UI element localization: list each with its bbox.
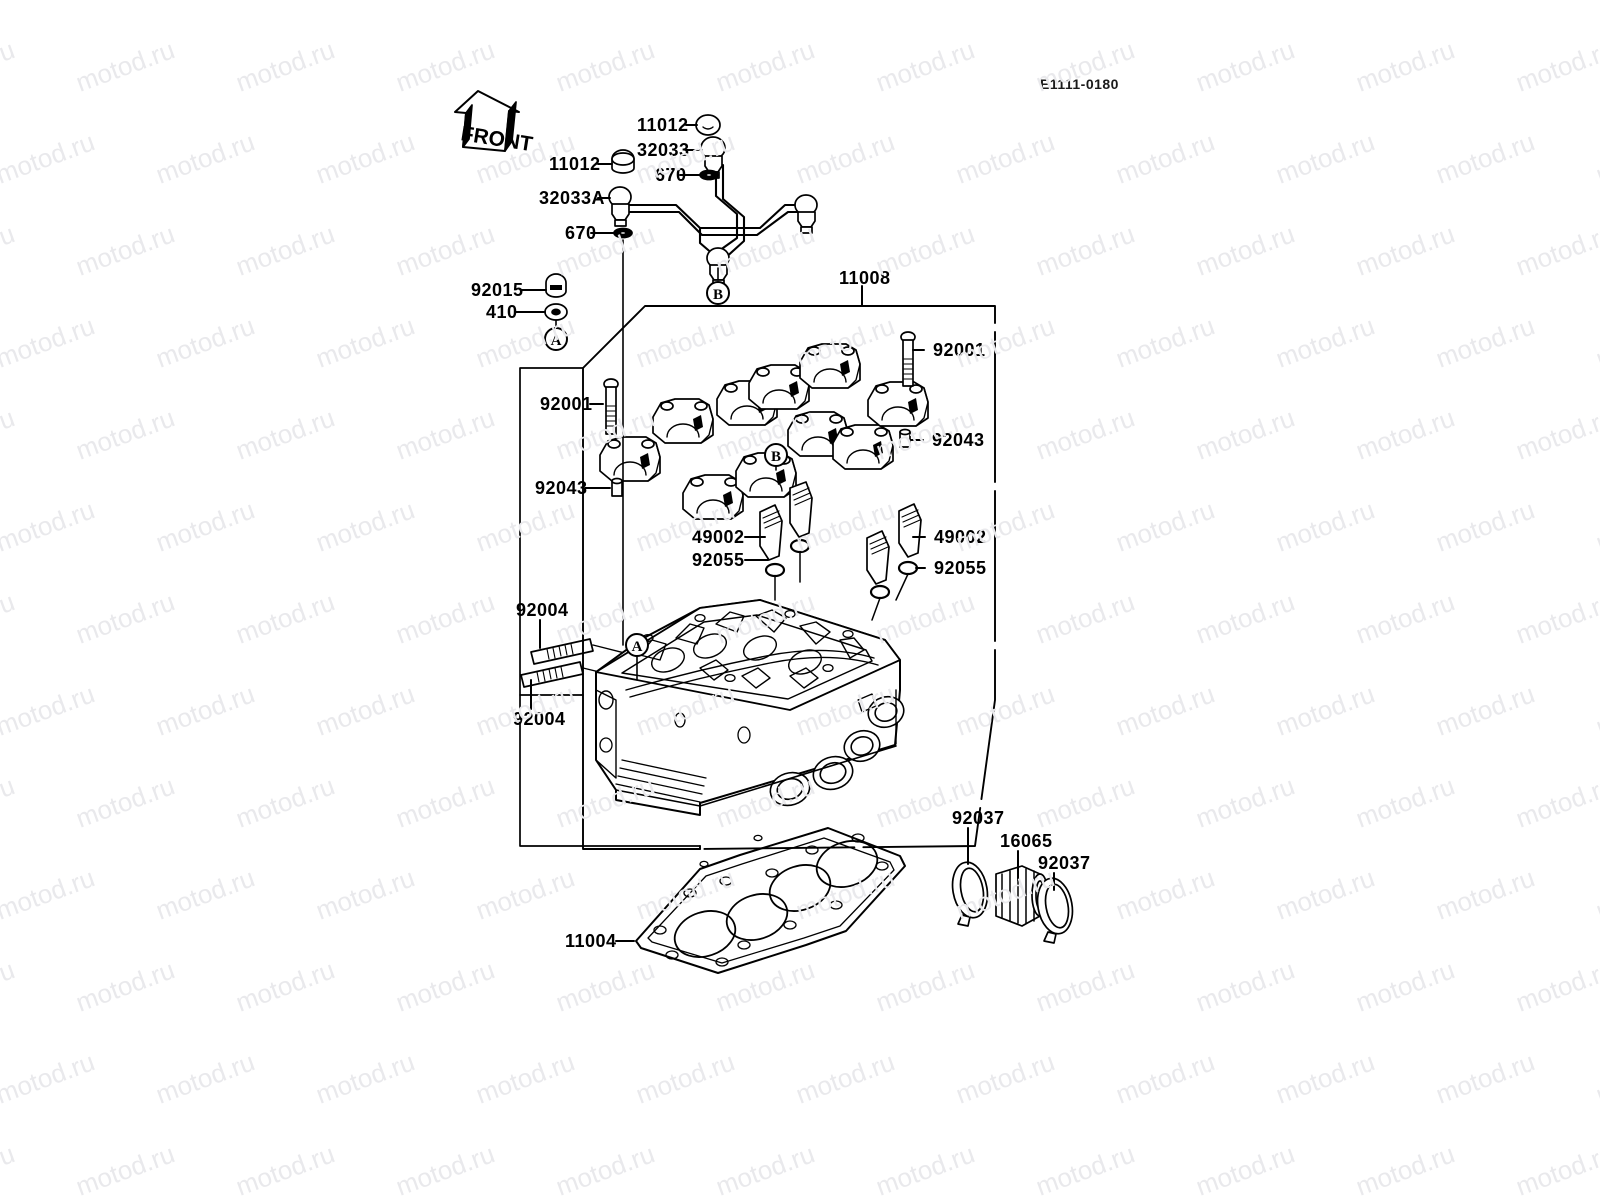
reference-markers: A B B A (544, 267, 788, 681)
part-number-92055: 92055 (692, 550, 745, 570)
part-number-92055: 92055 (934, 558, 987, 578)
part-number-670: 670 (655, 165, 687, 185)
tappet-group (759, 481, 922, 600)
ref-marker-B-cams: B (764, 443, 788, 471)
part-number-92004: 92004 (516, 600, 569, 620)
part-cap-11012-top (695, 114, 721, 136)
front-arrow-icon: FRONT (454, 90, 534, 156)
part-bolt-92001-right (900, 331, 916, 387)
part-number-49002: 49002 (934, 527, 987, 547)
part-washer-410 (544, 303, 568, 321)
part-number-92004: 92004 (513, 709, 566, 729)
ref-marker-B-top: B (706, 267, 730, 305)
intake-holder-assembly (951, 861, 1074, 944)
part-number-49002: 49002 (692, 527, 745, 547)
part-dowel-92043-left (611, 477, 623, 497)
ref-marker-A-top: A (544, 319, 568, 351)
part-number-32033A: 32033A (539, 188, 605, 208)
part-cap-11012-left (611, 149, 635, 174)
part-nut-92015 (545, 273, 567, 298)
head-gasket-11004 (635, 827, 906, 974)
svg-text:B: B (713, 287, 723, 303)
part-number-11004: 11004 (565, 931, 617, 951)
part-number-92015: 92015 (471, 280, 524, 300)
part-number-16065: 16065 (1000, 831, 1053, 851)
part-number-92001: 92001 (933, 340, 986, 360)
svg-text:B: B (771, 449, 781, 465)
part-number-410: 410 (486, 302, 518, 322)
part-dowel-92043-right (899, 428, 911, 448)
camshaft-cap-group (599, 343, 929, 520)
diagram-code: E1111-0180 (1040, 76, 1119, 92)
part-number-11012: 11012 (549, 154, 601, 174)
part-number-92043: 92043 (535, 478, 588, 498)
part-number-11012: 11012 (637, 115, 689, 135)
part-number-670: 670 (565, 223, 597, 243)
assembly-boundary (519, 305, 996, 850)
part-number-92037: 92037 (952, 808, 1005, 828)
cylinder-head-casting (595, 599, 905, 816)
part-stud-92004-top (530, 638, 594, 665)
part-number-92001: 92001 (540, 394, 593, 414)
leader-lines (514, 124, 1055, 942)
svg-text:A: A (632, 639, 643, 655)
part-number-92043: 92043 (932, 430, 985, 450)
part-number-32033: 32033 (637, 140, 690, 160)
part-washer-670-top (699, 169, 719, 181)
part-bolt-92001-left (603, 378, 619, 435)
part-number-92037: 92037 (1038, 853, 1091, 873)
part-number-11008: 11008 (839, 268, 891, 288)
ref-marker-A-head: A (625, 633, 649, 681)
svg-text:A: A (551, 333, 562, 349)
